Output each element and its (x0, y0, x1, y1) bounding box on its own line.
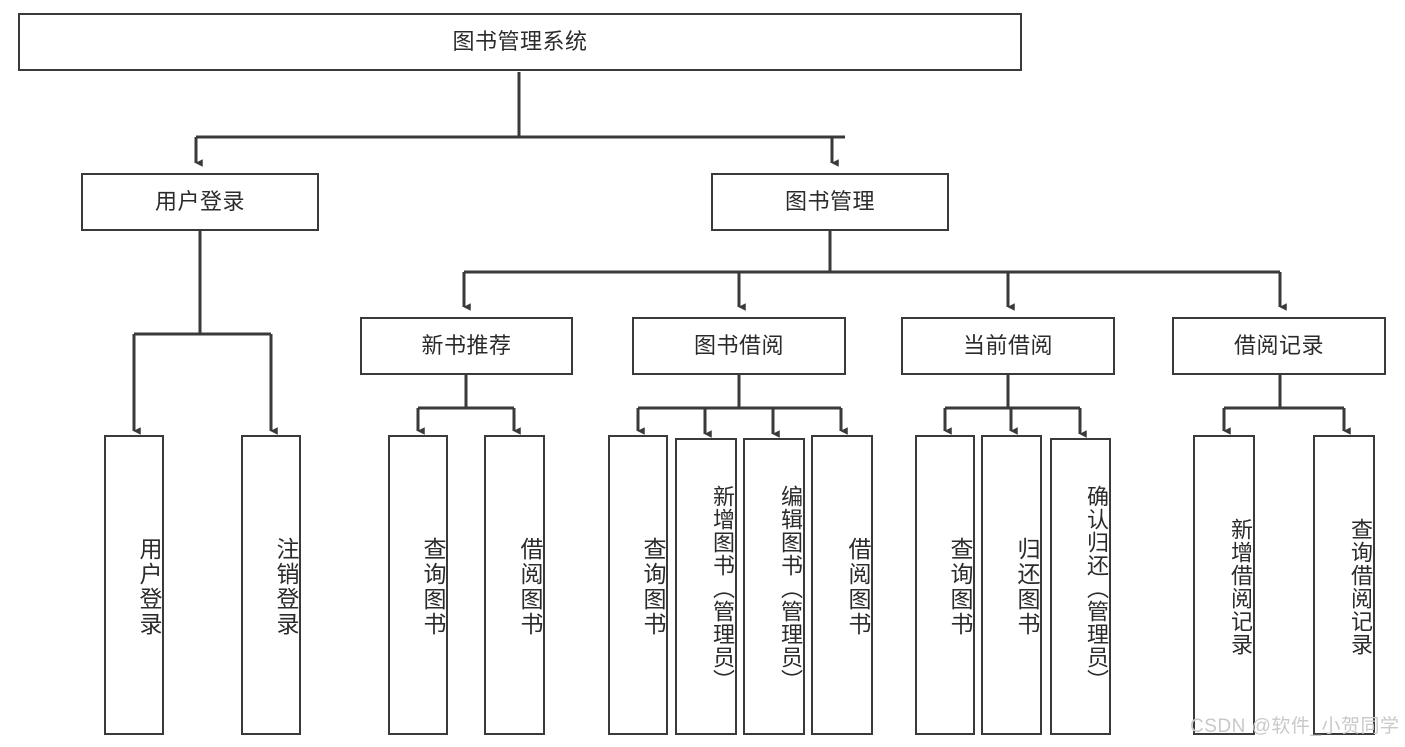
node-current-borrow[interactable]: 当前借阅 (901, 317, 1115, 375)
leaf-label: 查询图书 (640, 537, 666, 637)
node-book-management[interactable]: 图书管理 (711, 173, 949, 231)
leaf-bookborrow-borrow[interactable]: 借阅图书 (811, 435, 873, 735)
leaf-bookborrow-edit[interactable]: 编辑图书（管理员） (743, 438, 805, 735)
leaf-newbook-borrow[interactable]: 借阅图书 (484, 435, 545, 735)
node-book-borrow-label: 图书借阅 (693, 333, 784, 359)
leaf-label: 确认归还（管理员） (1084, 485, 1109, 692)
leaf-newbook-query[interactable]: 查询图书 (388, 435, 448, 735)
leaf-records-add[interactable]: 新增借阅记录 (1193, 435, 1255, 735)
leaf-label: 新增图书（管理员） (710, 485, 735, 692)
leaf-label: 新增借阅记录 (1228, 518, 1253, 656)
watermark: CSDN @软件_小贺同学 (1190, 716, 1400, 737)
leaf-currentborrow-return[interactable]: 归还图书 (981, 435, 1042, 735)
node-book-management-label: 图书管理 (784, 189, 875, 215)
leaf-currentborrow-confirm[interactable]: 确认归还（管理员） (1050, 438, 1111, 735)
leaf-label: 借阅图书 (845, 537, 871, 637)
node-root-label: 图书管理系统 (452, 29, 588, 55)
node-new-book-recommend-label: 新书推荐 (421, 333, 512, 359)
leaf-label: 归还图书 (1014, 537, 1040, 637)
leaf-label: 编辑图书（管理员） (778, 485, 803, 692)
leaf-records-query[interactable]: 查询借阅记录 (1313, 435, 1375, 735)
node-borrow-records-label: 借阅记录 (1233, 333, 1324, 359)
node-new-book-recommend[interactable]: 新书推荐 (360, 317, 573, 375)
node-root[interactable]: 图书管理系统 (18, 13, 1022, 71)
leaf-currentborrow-query[interactable]: 查询图书 (915, 435, 975, 735)
leaf-label: 查询借阅记录 (1348, 518, 1373, 656)
leaf-label: 用户登录 (136, 537, 162, 637)
leaf-label: 查询图书 (420, 537, 446, 637)
node-borrow-records[interactable]: 借阅记录 (1172, 317, 1386, 375)
node-book-borrow[interactable]: 图书借阅 (632, 317, 846, 375)
node-user-login[interactable]: 用户登录 (81, 173, 319, 231)
leaf-label: 注销登录 (273, 537, 299, 637)
leaf-user-login-logout[interactable]: 注销登录 (241, 435, 301, 735)
leaf-label: 查询图书 (947, 537, 973, 637)
leaf-bookborrow-add[interactable]: 新增图书（管理员） (675, 438, 737, 735)
leaf-user-login-login[interactable]: 用户登录 (104, 435, 164, 735)
leaf-label: 借阅图书 (517, 537, 543, 637)
node-current-borrow-label: 当前借阅 (962, 333, 1053, 359)
leaf-bookborrow-query[interactable]: 查询图书 (608, 435, 668, 735)
node-user-login-label: 用户登录 (154, 189, 245, 215)
